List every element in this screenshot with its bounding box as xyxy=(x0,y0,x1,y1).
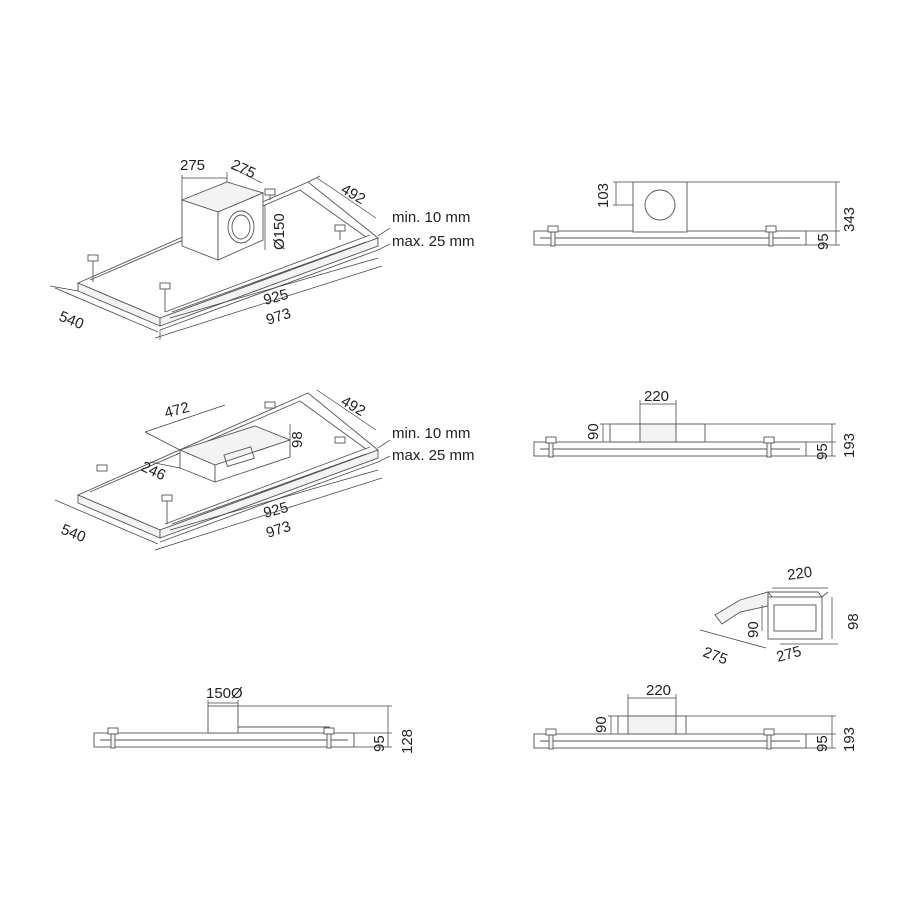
dim-diameter-150: Ø150 xyxy=(271,213,288,250)
view-side-flat-duct: 220 90 95 193 xyxy=(533,388,858,460)
label-min-gap: min. 10 mm xyxy=(392,209,470,226)
dim-height-90-b: 90 xyxy=(745,621,762,638)
dim-height-95: 95 xyxy=(815,233,832,250)
dim-height-343: 343 xyxy=(841,207,858,232)
dim-depth-275-a: 275 xyxy=(701,644,730,669)
dim-width-220-a: 220 xyxy=(644,388,669,405)
dim-width-973-b: 973 xyxy=(264,518,293,542)
view-side-round-spigot: 150Ø 95 128 xyxy=(93,685,416,754)
dim-depth-540: 540 xyxy=(57,308,87,333)
view-duct-adapter: 220 98 90 275 275 xyxy=(699,564,862,669)
dim-depth-492: 492 xyxy=(338,181,368,208)
view-isometric-flat-duct: 472 98 246 492 min. 10 mm max. 25 mm 925… xyxy=(54,389,475,551)
dim-height-103: 103 xyxy=(595,183,612,208)
dim-height-95-b: 95 xyxy=(371,735,388,752)
dim-depth-540-b: 540 xyxy=(59,521,89,546)
dim-box-275-a: 275 xyxy=(180,157,205,174)
dim-height-90-c: 90 xyxy=(593,716,610,733)
dim-width-973: 973 xyxy=(264,305,293,329)
dim-depth-492-b: 492 xyxy=(338,393,368,420)
view-side-motor-box: 103 343 95 xyxy=(533,181,858,250)
dim-height-193-a: 193 xyxy=(841,433,858,458)
dim-width-220-b: 220 xyxy=(786,564,813,584)
label-max-gap: max. 25 mm xyxy=(392,233,475,250)
dim-width-925: 925 xyxy=(262,286,291,309)
dim-height-90-a: 90 xyxy=(585,423,602,440)
dim-diameter-150-b: 150Ø xyxy=(206,685,243,702)
dim-height-95-c: 95 xyxy=(814,735,831,752)
dim-duct-472: 472 xyxy=(163,399,192,422)
dim-width-925-b: 925 xyxy=(262,499,291,522)
dim-width-220-c: 220 xyxy=(646,682,671,699)
dim-height-98-b: 98 xyxy=(845,613,862,630)
dim-box-275-b: 275 xyxy=(228,156,258,182)
dim-height-95-a: 95 xyxy=(814,443,831,460)
view-isometric-motor-box: 275 275 Ø150 492 min. 10 mm max. 25 mm 9… xyxy=(49,156,475,340)
dim-depth-275-b: 275 xyxy=(775,643,804,666)
label-max-gap-b: max. 25 mm xyxy=(392,447,475,464)
dim-duct-98: 98 xyxy=(289,431,306,448)
dim-height-193-c: 193 xyxy=(841,727,858,752)
dim-height-128: 128 xyxy=(399,729,416,754)
label-min-gap-b: min. 10 mm xyxy=(392,425,470,442)
view-side-adapter-duct: 220 90 95 193 xyxy=(533,682,858,752)
